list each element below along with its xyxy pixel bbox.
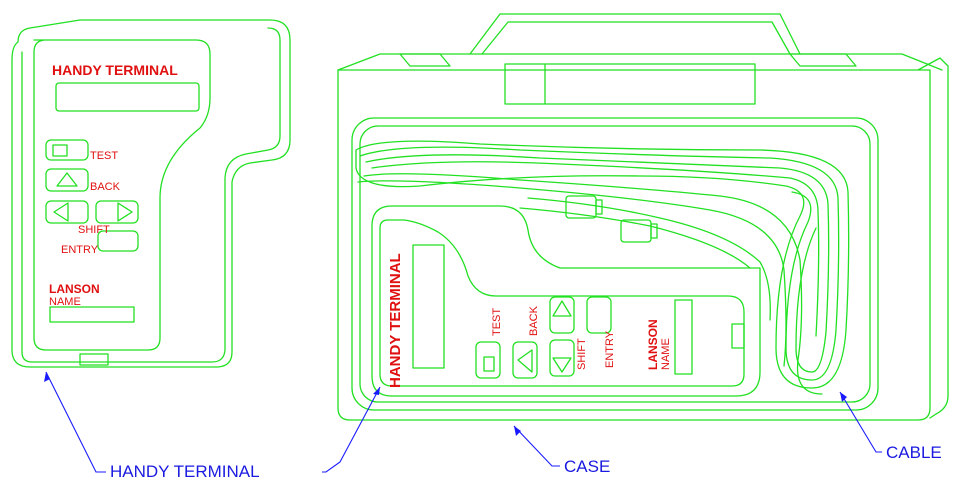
- cable-callout-label: CABLE: [886, 443, 942, 462]
- case-device-title: HANDY TERMINAL: [387, 253, 404, 388]
- callout-handy-terminal-left: [44, 371, 106, 473]
- case-entry-label: ENTRY: [604, 330, 616, 368]
- name-label: NAME: [49, 296, 81, 308]
- handy-terminal-callout-label: HANDY TERMINAL: [110, 462, 260, 478]
- test-button-label: TEST: [90, 150, 118, 162]
- device-title: HANDY TERMINAL: [52, 62, 178, 78]
- back-button-label: BACK: [90, 181, 121, 193]
- callout-handy-terminal-right: [322, 386, 381, 473]
- brand-label: LANSON: [49, 282, 100, 296]
- handy-terminal-device: [11, 19, 291, 368]
- entry-button-label: ENTRY: [61, 244, 99, 256]
- callout-cable: [839, 391, 882, 453]
- shift-button-label: SHIFT: [78, 224, 110, 236]
- case: [337, 13, 949, 421]
- case-brand-label: LANSON: [646, 319, 660, 370]
- case-name-label: NAME: [660, 338, 672, 370]
- callout-case: [513, 425, 560, 467]
- case-back-label: BACK: [528, 305, 540, 336]
- case-callout-label: CASE: [564, 457, 610, 476]
- case-shift-label: SHIFT: [576, 338, 588, 370]
- case-test-label: TEST: [491, 308, 503, 336]
